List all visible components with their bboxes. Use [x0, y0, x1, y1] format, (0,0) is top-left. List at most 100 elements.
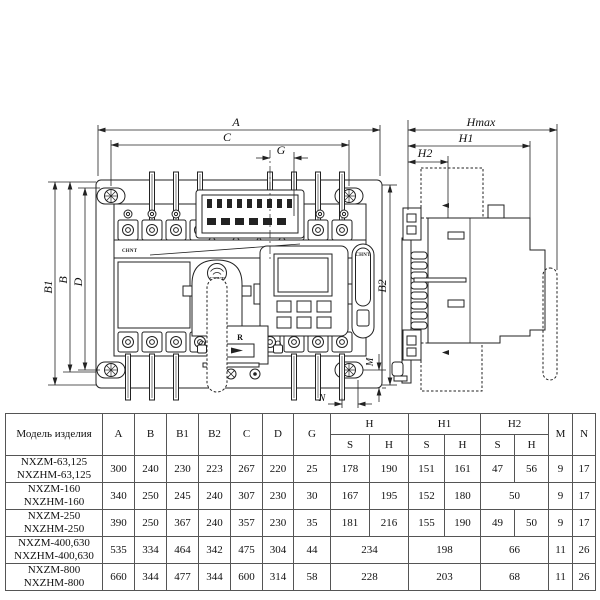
table-cell: 267: [230, 455, 263, 483]
panel-buttons[interactable]: [276, 300, 332, 329]
manual-lever[interactable]: CHNT: [351, 243, 375, 339]
table-cell: 250: [134, 482, 167, 510]
brand-label: CHNT: [122, 249, 138, 254]
subcol-h2-s: S: [480, 434, 516, 456]
control-panel: [253, 245, 355, 337]
table-cell: 240: [134, 455, 167, 483]
subcol-h2-h: H: [514, 434, 550, 456]
table-cell: 245: [166, 482, 199, 510]
table-cell: 155: [408, 509, 446, 537]
table-cell: 190: [368, 455, 410, 483]
table-cell: 58: [293, 563, 331, 591]
mounting-hole: [96, 187, 126, 205]
table-cell: 152: [408, 482, 446, 510]
brand-label: CHNT: [355, 253, 371, 258]
din-foot: [391, 361, 408, 382]
col-header-m: M: [548, 413, 574, 456]
dim-m: M: [365, 357, 376, 367]
r-label: R: [237, 333, 243, 342]
table-cell: 17: [572, 509, 597, 537]
table-cell: 26: [572, 536, 597, 564]
table-cell: 220: [262, 455, 294, 483]
technical-drawing: CHNT CHNT: [41, 115, 558, 408]
col-header-c: C: [230, 413, 263, 456]
table-cell: 216: [368, 509, 410, 537]
table-cell: 9: [548, 482, 574, 510]
col-header-b1: B1: [166, 413, 199, 456]
col-header-b: B: [134, 413, 167, 456]
dim-d: D: [71, 277, 85, 287]
dim-h2: H2: [417, 146, 433, 160]
table-cell: 49: [480, 509, 516, 537]
table-cell: 161: [444, 455, 482, 483]
table-cell: 300: [102, 455, 135, 483]
left-face-panel: [117, 261, 191, 329]
table-cell: 56: [514, 455, 550, 483]
table-cell: 66: [480, 536, 550, 564]
table-cell: 223: [198, 455, 231, 483]
side-view: Hmax H1 H2: [391, 115, 558, 392]
table-cell: 230: [262, 482, 294, 510]
table-cell: 180: [444, 482, 482, 510]
table-cell: 50: [514, 509, 550, 537]
dim-a: A: [231, 115, 240, 129]
table-cell: 314: [262, 563, 294, 591]
col-group-h1: H1: [408, 413, 482, 435]
table-cell: 535: [102, 536, 135, 564]
table-cell: 9: [548, 509, 574, 537]
logo-arc: [210, 267, 224, 272]
table-cell: 26: [572, 563, 597, 591]
col-header-g: G: [293, 413, 331, 456]
front-handle-dotted: [542, 267, 558, 381]
subcol-h1-h: H: [444, 434, 482, 456]
operating-handle-dotted[interactable]: [206, 277, 228, 393]
col-group-h: H: [329, 413, 410, 435]
front-view: CHNT CHNT: [41, 115, 397, 408]
col-header-a: A: [102, 413, 135, 456]
table-cell: 230: [262, 509, 294, 537]
mounting-hole: [96, 361, 126, 379]
table-cell: 240: [198, 482, 231, 510]
table-cell: 11: [548, 563, 574, 591]
table-cell: 240: [198, 509, 231, 537]
table-cell: 342: [198, 536, 231, 564]
header-row-1: Модель изделия A B B1 B2 C D G H H1 H2 M…: [5, 413, 597, 456]
table-cell: 195: [368, 482, 410, 510]
back-plate: [391, 207, 428, 384]
table-cell: 30: [293, 482, 331, 510]
table-cell: 9: [548, 455, 574, 483]
dim-b1: B1: [41, 280, 55, 293]
col-header-n: N: [572, 413, 597, 456]
dim-g: G: [277, 143, 286, 157]
table-cell: 190: [444, 509, 482, 537]
table-cell: 68: [480, 563, 550, 591]
table-cell: 35: [293, 509, 331, 537]
table-cell: 357: [230, 509, 263, 537]
subcol-h-h: H: [368, 434, 410, 456]
col-header-b2: B2: [198, 413, 231, 456]
handle-mark: [442, 350, 449, 355]
col-group-h2: H2: [480, 413, 550, 435]
table-cell: 17: [572, 482, 597, 510]
table-cell: 198: [408, 536, 482, 564]
table-cell: 228: [329, 563, 410, 591]
table-cell: 17: [572, 455, 597, 483]
table-cell: 11: [548, 536, 574, 564]
table-cell: 367: [166, 509, 199, 537]
dim-h1: H1: [458, 131, 474, 145]
side-dimensions: Hmax H1 H2: [407, 115, 558, 270]
handle-mark: [442, 203, 449, 208]
logo-arc: [212, 272, 222, 275]
table-cell: 600: [230, 563, 263, 591]
header-row-2: S H S H S H: [6, 434, 596, 456]
table-cell: 44: [293, 536, 331, 564]
table-cell: 167: [330, 482, 370, 510]
table-cell: 47: [480, 455, 516, 483]
